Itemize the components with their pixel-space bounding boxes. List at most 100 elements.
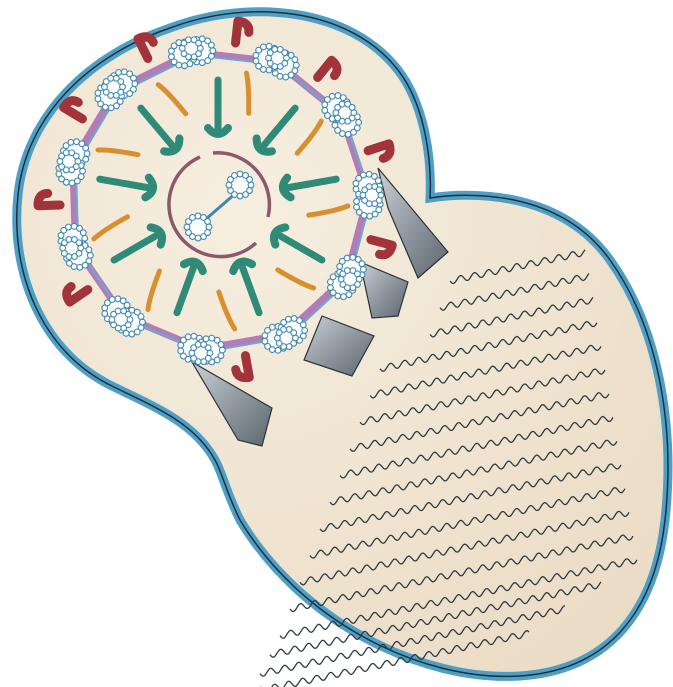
bead xyxy=(293,62,299,68)
bead xyxy=(113,93,119,99)
bead xyxy=(282,50,288,56)
bead xyxy=(66,224,72,230)
bead xyxy=(205,219,211,225)
bead xyxy=(329,93,335,99)
bead xyxy=(359,261,365,267)
bead xyxy=(95,96,101,102)
bead xyxy=(228,188,234,194)
bead xyxy=(69,180,75,186)
bead xyxy=(186,37,192,43)
bead xyxy=(195,342,201,348)
bead xyxy=(80,230,86,236)
bead xyxy=(354,204,360,210)
bead xyxy=(272,46,278,52)
bead xyxy=(372,201,378,207)
bead xyxy=(262,338,268,344)
bead xyxy=(286,316,292,322)
bead xyxy=(219,347,225,353)
bead xyxy=(86,247,92,253)
bead xyxy=(376,187,382,193)
bead xyxy=(69,167,75,173)
bead xyxy=(76,240,82,246)
bead xyxy=(72,254,78,260)
bead xyxy=(82,235,88,241)
bead xyxy=(201,234,207,240)
bead xyxy=(339,101,345,107)
vesicle-cluster xyxy=(353,171,384,219)
bead xyxy=(108,105,114,111)
bead xyxy=(102,311,108,317)
bead xyxy=(84,151,90,157)
bead xyxy=(129,331,135,337)
bead xyxy=(275,347,281,353)
bead xyxy=(185,334,191,340)
bead xyxy=(178,348,184,354)
bead xyxy=(109,297,115,303)
bead xyxy=(260,44,266,50)
bead xyxy=(195,235,201,241)
bead xyxy=(201,359,207,365)
vesicle-cluster xyxy=(178,333,225,365)
bead xyxy=(344,268,350,274)
bead xyxy=(328,285,334,291)
bead xyxy=(125,311,131,317)
bead xyxy=(350,285,356,291)
bead xyxy=(292,57,298,63)
bead xyxy=(367,213,373,219)
bead xyxy=(206,224,212,230)
bead xyxy=(124,302,130,308)
bead xyxy=(63,150,69,156)
bead xyxy=(375,178,381,184)
bead xyxy=(281,327,287,333)
bead xyxy=(247,177,253,183)
bead xyxy=(356,119,362,125)
bead xyxy=(332,122,338,128)
bead xyxy=(191,54,197,60)
bead xyxy=(140,319,146,325)
bead xyxy=(253,58,259,64)
bead xyxy=(345,118,351,124)
bead xyxy=(116,70,122,76)
bead xyxy=(341,294,347,300)
bead xyxy=(195,213,201,219)
bead xyxy=(108,75,114,81)
bead xyxy=(138,314,144,320)
bead xyxy=(131,75,137,81)
bead xyxy=(283,74,289,80)
bead xyxy=(118,79,124,85)
bead xyxy=(360,172,366,178)
bead xyxy=(232,173,238,179)
bead xyxy=(83,145,89,151)
bead xyxy=(344,255,350,261)
bead xyxy=(184,224,190,230)
bead xyxy=(132,81,138,87)
bead xyxy=(366,184,372,190)
orange-arm xyxy=(246,73,248,113)
bead xyxy=(266,67,272,73)
bead xyxy=(68,139,74,145)
bead xyxy=(209,42,215,48)
bead xyxy=(169,54,175,60)
bead xyxy=(286,344,292,350)
bead xyxy=(87,252,93,258)
bead xyxy=(56,171,62,177)
bead xyxy=(186,230,192,236)
bead xyxy=(237,193,243,199)
bead xyxy=(353,186,359,192)
bead xyxy=(269,324,275,330)
bead xyxy=(237,171,243,177)
bead xyxy=(360,266,366,272)
bead xyxy=(300,322,306,328)
bead xyxy=(243,192,249,198)
bead xyxy=(190,215,196,221)
bead xyxy=(218,342,224,348)
bead xyxy=(80,168,86,174)
bead xyxy=(182,63,188,69)
bead xyxy=(73,153,79,159)
bead xyxy=(291,330,297,336)
bead xyxy=(302,328,308,334)
bead xyxy=(226,182,232,188)
bead xyxy=(322,107,328,113)
